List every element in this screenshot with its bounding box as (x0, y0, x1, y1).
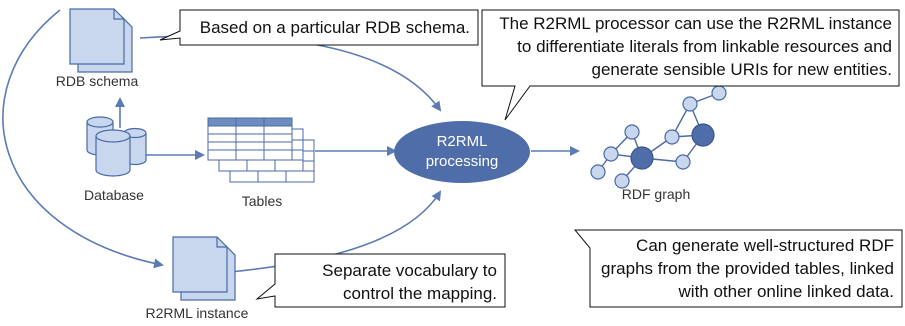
arrow-schema-to-processing (139, 34, 442, 112)
database-icon (86, 116, 147, 177)
arrow-schema-to-instance-curve (2, 9, 164, 269)
callout-vocabulary: Separate vocabulary to control the mappi… (255, 253, 506, 308)
callout-vocabulary-line2: control the mapping. (343, 284, 497, 303)
document-icon (69, 8, 133, 73)
callout-graph-line2: graphs from the provided tables, linked (601, 259, 894, 278)
callout-schema: Based on a particular RDB schema. (159, 9, 479, 46)
callout-processor-line3: generate sensible URIs for new entities. (592, 60, 893, 79)
callout-processor-line2: to differentiate literals from linkable … (517, 37, 892, 56)
callout-processor-line1: The R2RML processor can use the R2RML in… (499, 14, 892, 33)
arrow-instance-to-processing (229, 190, 442, 273)
processing-label-line1: R2RML (437, 133, 488, 150)
table-icon (207, 117, 315, 183)
callout-vocabulary-line1: Separate vocabulary to (322, 261, 497, 280)
r2rml-instance-label: R2RML instance (146, 305, 249, 321)
rdf-graph-label: RDF graph (622, 186, 690, 202)
callout-schema-line1: Based on a particular RDB schema. (200, 18, 470, 37)
tables-label: Tables (242, 193, 282, 209)
graph-icon (590, 85, 727, 189)
processing-node: R2RML processing (394, 121, 530, 183)
document-icon (172, 236, 236, 301)
processing-label-line2: processing (426, 153, 499, 170)
callout-graph: Can generate well-structured RDF graphs … (573, 229, 903, 308)
callout-processor: The R2RML processor can use the R2RML in… (481, 9, 900, 121)
callout-graph-line3: with other online linked data. (678, 282, 894, 301)
callout-graph-line1: Can generate well-structured RDF (636, 236, 894, 255)
database-label: Database (84, 187, 144, 203)
rdb-schema-label: RDB schema (56, 73, 139, 89)
